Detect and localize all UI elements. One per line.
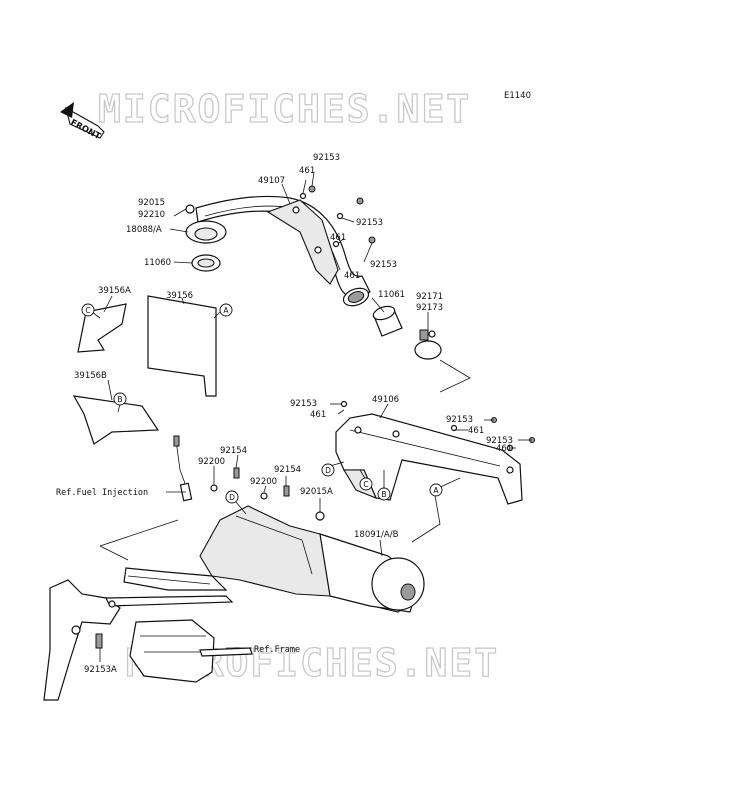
label-39156B: 39156B (74, 371, 107, 381)
label-49106: 49106 (372, 395, 399, 405)
callout-d-lower: D (225, 490, 239, 504)
label-ref-frame: Ref.Frame (254, 645, 300, 655)
clamp-92171 (414, 329, 442, 360)
label-18088A: 18088/A (126, 225, 162, 235)
label-39156A: 39156A (98, 286, 131, 296)
label-92210: 92210 (138, 210, 165, 220)
gasket-sheet-39156 (147, 295, 217, 397)
callout-a-top: A (219, 303, 233, 317)
label-461-c: 461 (344, 271, 360, 281)
label-92173: 92173 (416, 303, 443, 313)
label-92154-a: 92154 (220, 446, 247, 456)
svg-text:B: B (381, 490, 386, 499)
label-92200-a: 92200 (198, 457, 225, 467)
label-461-f: 461 (496, 444, 512, 454)
label-92153-top: 92153 (313, 153, 340, 163)
svg-text:A: A (433, 486, 439, 495)
frame (43, 579, 253, 701)
svg-text:D: D (325, 466, 331, 475)
label-92153-e: 92153 (446, 415, 473, 425)
watermark-top: MICROFICHES.NET (98, 87, 471, 131)
label-461-b: 461 (330, 233, 346, 243)
front-pipe-lower (123, 567, 228, 591)
label-92015A: 92015A (300, 487, 333, 497)
label-11061: 11061 (378, 290, 405, 300)
label-461-top: 461 (299, 166, 315, 176)
label-18091AB: 18091/A/B (354, 530, 399, 540)
label-39156: 39156 (166, 291, 193, 301)
heat-guard-49107 (266, 199, 339, 285)
label-11060: 11060 (144, 258, 171, 268)
callout-a-right: A (429, 483, 443, 497)
diagram-code: E1140 (504, 91, 531, 101)
oxygen-sensor (173, 435, 193, 502)
callout-c-right: C (359, 477, 373, 491)
label-92200-b: 92200 (250, 477, 277, 487)
label-92015: 92015 (138, 198, 165, 208)
label-92153-c: 92153 (370, 260, 397, 270)
muffler-18091 (199, 505, 425, 613)
svg-text:C: C (85, 306, 90, 315)
label-461-d: 461 (310, 410, 326, 420)
label-49107: 49107 (258, 176, 285, 186)
label-92171: 92171 (416, 292, 443, 302)
front-arrow-icon: FRONT (60, 102, 105, 142)
label-92154-b: 92154 (274, 465, 301, 475)
gasket-39156B (72, 395, 160, 445)
label-92153-b: 92153 (356, 218, 383, 228)
label-92153-f: 92153 (486, 436, 513, 446)
label-92153-d: 92153 (290, 399, 317, 409)
gasket-11061 (372, 305, 403, 337)
nut-92015 (185, 204, 195, 214)
label-92153A: 92153A (84, 665, 117, 675)
muffler-cover-49106 (335, 413, 523, 505)
callout-d-right: D (321, 463, 335, 477)
leader-lines (91, 171, 532, 662)
label-ref-fuel-injection: Ref.Fuel Injection (56, 488, 148, 498)
callout-c-top: C (81, 303, 95, 317)
callout-b-left: B (113, 392, 127, 406)
label-461-e: 461 (468, 426, 484, 436)
svg-text:B: B (117, 395, 122, 404)
svg-text:C: C (363, 480, 368, 489)
svg-text:A: A (223, 306, 229, 315)
callout-b-right: B (377, 487, 391, 501)
svg-text:D: D (229, 493, 235, 502)
